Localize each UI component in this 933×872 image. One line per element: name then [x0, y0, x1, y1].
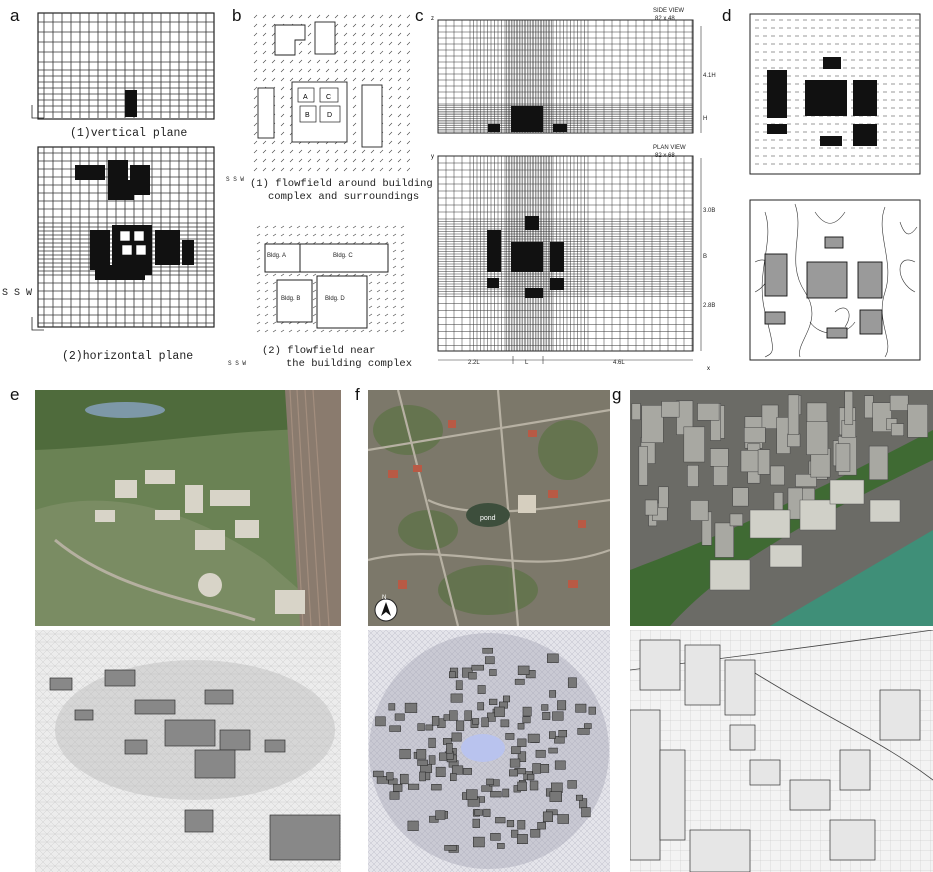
caption-horizontal-plane: (2)horizontal plane: [62, 350, 194, 363]
label-bldg-d: Bldg. D: [325, 296, 345, 302]
panel-b-flowfield-bottom: Bldg. A Bldg. C Bldg. B Bldg. D: [255, 222, 405, 337]
vertical-plane-grid: [31, 12, 215, 120]
panel-a-vertical-plane: [30, 10, 220, 125]
letter-d: D: [327, 112, 332, 119]
panel-d-flow-results: [735, 12, 925, 372]
axis-y-label: y: [431, 154, 434, 160]
dim-28b: 2.8B: [703, 303, 716, 309]
mesh-render-f: [368, 630, 610, 872]
plan-view-title: PLAN VIEW: [653, 145, 686, 151]
panel-label-g: g: [612, 385, 622, 404]
panel-a-horizontal-plane: [30, 145, 220, 335]
flowfield-near-complex: [256, 225, 405, 333]
wind-label-b1: S S W: [226, 176, 245, 183]
panel-label-c: c: [415, 6, 424, 25]
dim-l: L: [525, 360, 529, 366]
flowfield-around-complex: A C B D: [253, 14, 410, 172]
dim-46l: 4.6L: [613, 360, 625, 366]
aerial-photo-e: [35, 390, 341, 626]
label-bldg-c: Bldg. C: [333, 253, 353, 259]
velocity-and-contour-plots: [749, 13, 921, 361]
plan-view-grid: 82 x 68: [655, 153, 675, 159]
axis-z-label: z: [431, 16, 434, 22]
dim-3b: 3.0B: [703, 208, 716, 214]
label-bldg-b: Bldg. B: [281, 296, 301, 302]
caption-flowfield-2-line1: (2) flowfield near: [262, 345, 376, 357]
axis-x-label: x: [707, 366, 710, 372]
north-label: N: [382, 595, 386, 601]
panel-b-flowfield-top: A C B D: [250, 10, 410, 210]
dim-4h: 4.1H: [703, 73, 716, 79]
panel-label-d: d: [722, 6, 732, 25]
pond-label: pond: [480, 515, 496, 522]
letter-c: C: [326, 94, 331, 101]
panel-label-b: b: [232, 6, 242, 25]
wind-label-a: S S W: [2, 288, 33, 299]
panel-c-mesh: z y x SIDE VIEW 82 x 48 PLAN VIEW 82 x 6…: [423, 8, 718, 376]
caption-flowfield-2-line2: the building complex: [286, 358, 413, 370]
caption-flowfield-1-line2: complex and surroundings: [268, 191, 420, 203]
mesh-render-g: [630, 630, 933, 872]
structured-grid-views: z y x: [431, 16, 710, 372]
panel-label-f: f: [355, 385, 360, 404]
panel-label-e: e: [10, 385, 20, 404]
horizontal-plane-grid: [31, 146, 215, 331]
caption-flowfield-1-line1: (1) flowfield around building: [250, 178, 433, 190]
caption-vertical-plane: (1)vertical plane: [70, 127, 188, 140]
aerial-photo-f: pond N: [368, 390, 610, 626]
side-view-title: SIDE VIEW: [653, 8, 685, 14]
wind-label-b2: S S W: [228, 360, 247, 367]
letter-b: B: [305, 112, 310, 119]
dim-b: B: [703, 254, 708, 260]
letter-a: A: [303, 94, 308, 101]
mesh-render-e: [35, 630, 341, 872]
side-view-grid: 82 x 48: [655, 16, 675, 22]
dim-h: H: [703, 116, 708, 122]
label-bldg-a: Bldg. A: [267, 253, 287, 259]
aerial-photo-g: [630, 390, 933, 626]
panel-label-a: a: [10, 6, 20, 25]
dim-22l: 2.2L: [468, 360, 480, 366]
